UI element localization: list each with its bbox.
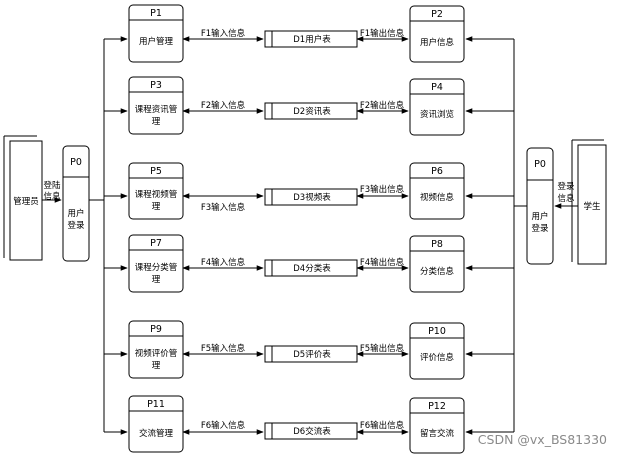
process-name: 课程资讯管 [135,104,178,115]
flow-label: F2输出信息 [360,100,405,111]
flow-label: F4输入信息 [201,257,246,268]
process-name: 用户 [67,208,84,219]
student-entity: 学生 [571,139,607,265]
process-id: P2 [431,9,443,20]
process-name: 分类信息 [420,266,455,277]
process-p4: P4 资讯浏览 [409,78,465,136]
datastore-name: D1用户表 [293,34,331,45]
flow-label: F2输入信息 [201,100,246,111]
process-id: P0 [70,157,82,168]
datastore-d5: D5评价表 [264,345,358,363]
process-p10: P10 评价信息 [409,322,465,380]
process-name: 视频信息 [420,192,455,203]
process-id: P7 [150,238,162,249]
datastore-name: D6交流表 [293,426,331,437]
process-name: 评价信息 [420,352,455,363]
admin-flow-label-2: 信息 [43,191,61,202]
process-p7: P7 课程分类管 理 [128,234,184,293]
process-name: 登录 [531,223,549,234]
row-3: P5 课程视频管 理 F3输入信息 D3视频表 F3输出信息 P6 视频信息 [104,162,514,220]
row-1: P1 用户管理 F1输入信息 D1用户表 F1输出信息 P2 用户信息 [104,4,514,63]
flow-label: F5输出信息 [360,343,405,354]
flow-label: F4输出信息 [360,257,405,268]
admin-entity: 管理员 [3,135,43,261]
process-p0-left: P0 用户 登录 [62,145,90,262]
datastore-d3: D3视频表 [264,188,358,206]
process-id: P11 [147,399,165,410]
student-label: 学生 [583,201,601,212]
datastore-name: D2资讯表 [293,106,331,117]
process-name: 理 [152,275,161,285]
admin-flow-label-1: 登陆 [43,180,61,191]
process-name: 课程分类管 [135,262,178,273]
flow-label: F6输出信息 [360,420,405,431]
row-2: P3 课程资讯管 理 F2输入信息 D2资讯表 F2输出信息 P4 资讯浏览 [104,76,514,136]
datastore-d2: D2资讯表 [264,102,358,120]
process-name: 理 [152,117,161,127]
process-id: P4 [431,82,443,93]
process-name: 交流管理 [139,428,174,439]
process-id: P12 [428,401,446,412]
watermark: CSDN @vx_BS81330 [478,432,607,447]
process-name: 理 [152,202,161,212]
process-name: 课程视频管 [135,189,178,200]
process-p0-right: P0 用户 登录 [526,147,554,265]
process-p5: P5 课程视频管 理 [128,162,184,220]
flow-label: F3输出信息 [360,184,405,195]
row-6: P11 交流管理 F6输入信息 D6交流表 F6输出信息 P12 留言交流 [104,395,514,454]
process-name: 留言交流 [420,428,455,439]
process-id: P10 [428,326,446,337]
left-bus [89,39,105,432]
flow-label: F5输入信息 [201,343,246,354]
student-flow-label-2: 信息 [557,193,575,204]
process-id: P0 [534,159,546,170]
process-name: 视频评价管 [135,348,178,359]
process-id: P5 [150,166,162,177]
datastore-name: D5评价表 [293,349,331,360]
process-id: P6 [431,166,443,177]
process-p1: P1 用户管理 [128,4,184,63]
process-id: P9 [150,324,162,335]
process-p11: P11 交流管理 [128,395,184,453]
process-p6: P6 视频信息 [409,162,465,220]
process-id: P3 [150,80,162,91]
flow-label: F1输出信息 [360,28,405,39]
right-bus [513,39,527,432]
flow-label: F1输入信息 [201,28,246,39]
process-name: 用户 [531,211,548,222]
admin-login-flow: 登陆 信息 [42,180,62,203]
process-id: P1 [150,8,162,19]
admin-label: 管理员 [13,196,39,207]
process-p12: P12 留言交流 [409,397,465,454]
process-p9: P9 视频评价管 理 [128,320,184,379]
process-name: 用户信息 [420,37,455,48]
process-name: 资讯浏览 [420,109,454,120]
flow-label: F6输入信息 [201,420,246,431]
datastore-name: D3视频表 [293,192,331,203]
student-flow-label-1: 登录 [557,181,575,192]
student-login-flow: 登录 信息 [554,181,578,209]
process-name: 理 [152,361,161,371]
flow-label: F3输入信息 [201,202,246,213]
row-4: P7 课程分类管 理 F4输入信息 D4分类表 F4输出信息 P8 分类信息 [104,234,514,293]
datastore-d1: D1用户表 [264,30,358,48]
process-p2: P2 用户信息 [409,5,465,63]
process-id: P8 [431,239,443,250]
process-p8: P8 分类信息 [409,235,465,293]
process-name: 登录 [67,220,85,231]
row-5: P9 视频评价管 理 F5输入信息 D5评价表 F5输出信息 P10 评价信息 [104,320,514,380]
process-name: 用户管理 [139,36,174,47]
process-p3: P3 课程资讯管 理 [128,76,184,135]
datastore-d6: D6交流表 [264,422,358,440]
datastore-name: D4分类表 [293,263,331,274]
datastore-d4: D4分类表 [264,259,358,277]
